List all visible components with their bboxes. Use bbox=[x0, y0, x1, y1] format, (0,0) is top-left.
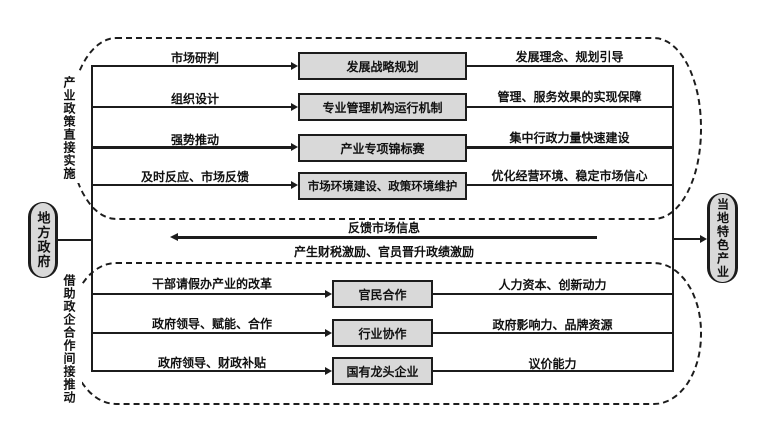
outcome-label: 优化经营环境、稳定市场信心 bbox=[491, 169, 648, 183]
left-bus-line bbox=[91, 65, 93, 372]
local-government-node: 地方政府 bbox=[28, 202, 58, 278]
flow-label: 政府领导、财政补贴 bbox=[157, 356, 266, 370]
outcome-line bbox=[467, 146, 672, 149]
process-box: 行业协作 bbox=[332, 319, 433, 347]
flow-label: 强势推动 bbox=[170, 133, 219, 147]
flow-label: 市场研判 bbox=[170, 51, 219, 65]
process-box: 国有龙头企业 bbox=[332, 357, 433, 385]
arrow-to-industry bbox=[674, 238, 700, 240]
arrow-line bbox=[92, 293, 325, 295]
local-industry-node: 当地特色产业 bbox=[707, 193, 738, 283]
arrow-line bbox=[92, 332, 325, 334]
process-box: 发展战略规划 bbox=[298, 52, 467, 80]
outcome-label: 政府影响力、品牌资源 bbox=[492, 318, 613, 332]
outcome-line bbox=[433, 370, 672, 372]
arrow-line bbox=[92, 65, 291, 67]
feedback-arrow bbox=[178, 236, 597, 239]
local-government-label: 地方政府 bbox=[35, 211, 51, 269]
side-label-direct-policy: 产业政策直接实施 bbox=[57, 73, 82, 183]
right-bus-line bbox=[672, 65, 674, 372]
arrow-line bbox=[92, 370, 325, 372]
outcome-line bbox=[433, 293, 672, 295]
flow-label: 及时反应、市场反馈 bbox=[140, 170, 249, 184]
process-box: 专业管理机构运行机制 bbox=[298, 93, 467, 121]
side-label-indirect-cooperation: 借助政企合作间接推动 bbox=[57, 270, 82, 408]
outcome-label: 议价能力 bbox=[528, 357, 577, 371]
arrow-line bbox=[92, 184, 291, 186]
outcome-label: 管理、服务效果的实现保障 bbox=[497, 90, 642, 104]
flow-label: 政府领导、赋能、合作 bbox=[151, 317, 272, 331]
outcome-line bbox=[467, 65, 672, 67]
outcome-label: 发展理念、规划引导 bbox=[515, 50, 624, 64]
arrow-line bbox=[92, 146, 291, 149]
outcome-line bbox=[467, 106, 672, 108]
process-box: 市场环境建设、政策环境维护 bbox=[298, 172, 467, 200]
feedback-label-top: 反馈市场信息 bbox=[347, 221, 420, 235]
process-box: 产业专项锦标赛 bbox=[298, 134, 467, 162]
government-bus-connector bbox=[58, 239, 91, 241]
local-industry-label: 当地特色产业 bbox=[715, 197, 730, 279]
flow-label: 组织设计 bbox=[170, 92, 219, 106]
outcome-line bbox=[467, 184, 672, 186]
outcome-line bbox=[433, 332, 672, 334]
outcome-label: 人力资本、创新动力 bbox=[498, 278, 607, 292]
process-box: 官民合作 bbox=[332, 280, 433, 308]
feedback-label-bottom: 产生财税激励、官员晋升政绩激励 bbox=[293, 245, 474, 259]
outcome-label: 集中行政力量快速建设 bbox=[509, 131, 630, 145]
flow-label: 干部请假办产业的改革 bbox=[151, 277, 272, 291]
arrow-line bbox=[92, 106, 291, 108]
